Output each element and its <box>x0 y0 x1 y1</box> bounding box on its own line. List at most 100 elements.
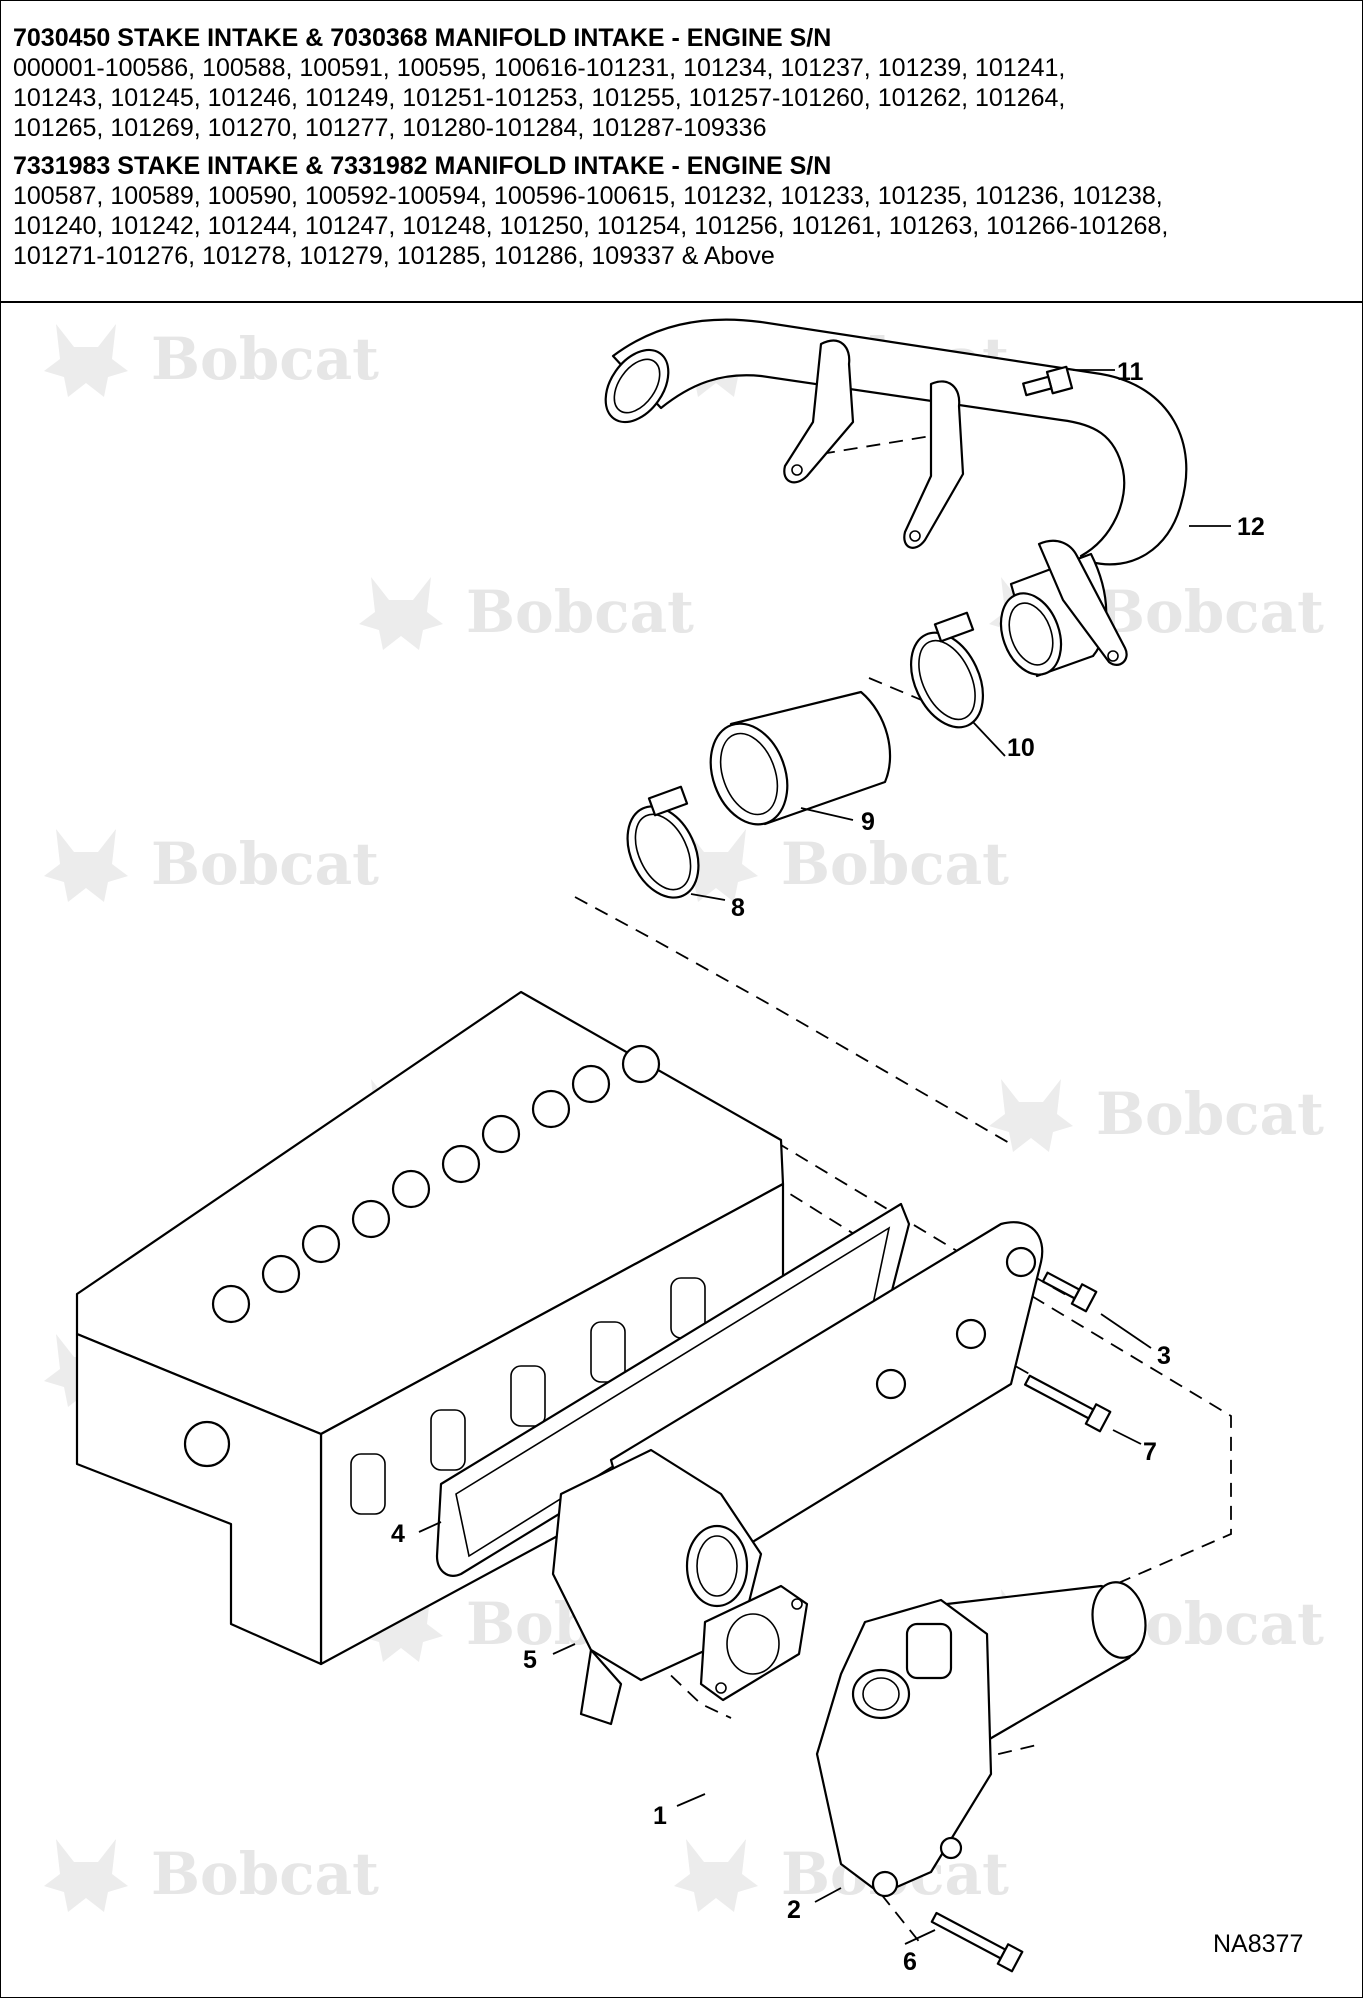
serial-line: 101271-101276, 101278, 101279, 101285, 1… <box>13 242 775 270</box>
watermark: Bobcat <box>989 1079 1324 1152</box>
intake-pipe-right-end <box>999 592 1063 676</box>
clamp-band <box>626 805 700 899</box>
callout-7: 7 <box>1143 1438 1157 1466</box>
callout-2: 2 <box>787 1896 801 1924</box>
bolt-shank <box>1023 1374 1095 1420</box>
stake-gasket-hole <box>726 1613 780 1675</box>
valve-port <box>441 1144 481 1184</box>
valve-port <box>531 1089 571 1129</box>
bolt-head <box>1070 1283 1098 1313</box>
bolt-shank <box>1022 375 1053 397</box>
exploded-parts-diagram: Bobcat Bobcat Bobcat Bobcat Bobcat Bobca… <box>44 318 1324 1976</box>
section-7331983: 7331983 STAKE INTAKE & 7331982 MANIFOLD … <box>13 151 1350 271</box>
manifold-boss <box>875 1368 907 1400</box>
bolt-head <box>1084 1403 1112 1433</box>
leader-lines <box>418 369 1231 1945</box>
pipe-bracket-center <box>903 380 965 549</box>
intake-port <box>510 1365 546 1427</box>
header-panel: 7030450 STAKE INTAKE & 7030368 MANIFOLD … <box>1 1 1362 303</box>
manifold-inlet-bore <box>696 1535 738 1597</box>
valve-port <box>351 1199 391 1239</box>
hose <box>709 690 892 826</box>
valve-port <box>481 1114 521 1154</box>
manifold-foot <box>579 1648 623 1726</box>
serial-line: 101243, 101245, 101246, 101249, 101251-1… <box>13 84 1066 112</box>
bobcat-logo-icon <box>44 1839 128 1912</box>
bobcat-logo-icon <box>359 577 443 650</box>
bolt-11 <box>1022 365 1074 397</box>
bobcat-logo-icon <box>674 1839 758 1912</box>
callout-5: 5 <box>523 1646 537 1674</box>
valve-port <box>571 1064 611 1104</box>
leader-3 <box>1100 1313 1152 1349</box>
bolt-head <box>996 1943 1024 1973</box>
stake-flange-bore <box>862 1677 900 1711</box>
drawing-code: NA8377 <box>1213 1930 1303 1958</box>
watermark: Bobcat <box>674 829 1009 902</box>
bracket-hole <box>909 530 921 542</box>
valve-port <box>391 1169 431 1209</box>
bolt-7 <box>1023 1374 1112 1433</box>
stake-gasket-plate <box>699 1584 809 1702</box>
clamp-band <box>910 631 984 729</box>
callout-6: 6 <box>903 1948 917 1976</box>
section-7030450: 7030450 STAKE INTAKE & 7030368 MANIFOLD … <box>13 23 1350 143</box>
watermark: Bobcat <box>44 324 379 397</box>
intake-stake <box>815 1581 1147 1898</box>
callout-4: 4 <box>391 1520 405 1548</box>
section-title: 7030450 STAKE INTAKE & 7030368 MANIFOLD … <box>13 24 832 52</box>
leader-5 <box>552 1643 576 1655</box>
bolt-3 <box>1041 1271 1098 1313</box>
serial-line: 101265, 101269, 101270, 101277, 101280-1… <box>13 114 767 142</box>
bobcat-logo-icon <box>44 829 128 902</box>
leader-10 <box>972 721 1006 757</box>
intake-pipe-left-end <box>604 348 670 424</box>
valve-port <box>261 1254 301 1294</box>
callout-10: 10 <box>1007 734 1035 762</box>
hose-clamp-upper <box>910 611 984 729</box>
bracket-hole <box>791 464 803 476</box>
stake-bolt-boss <box>871 1870 899 1898</box>
svg-text:Bobcat: Bobcat <box>151 830 379 898</box>
hose-clamp-lower <box>626 785 700 899</box>
intake-port <box>430 1409 466 1471</box>
stake-gasket-bolt-hole <box>715 1682 727 1694</box>
intake-manifold <box>551 1221 1044 1726</box>
callout-1: 1 <box>653 1802 667 1830</box>
callout-12: 12 <box>1237 513 1265 541</box>
stake-flange-port <box>851 1668 911 1720</box>
stake-pipe-end <box>1091 1581 1147 1659</box>
clamp-band-inner <box>918 639 976 721</box>
callout-9: 9 <box>861 808 875 836</box>
manifold-boss <box>955 1318 987 1350</box>
callouts: 12 11 10 9 8 3 7 4 5 1 2 6 NA8377 <box>391 358 1303 1976</box>
leader-2 <box>814 1887 842 1903</box>
pipe-bracket-right <box>1037 539 1128 666</box>
watermark: Bobcat <box>44 1839 379 1912</box>
clamp-screw-housing <box>933 611 975 643</box>
callout-3: 3 <box>1157 1342 1171 1370</box>
leader-9 <box>800 807 854 821</box>
pipe-bracket-left <box>783 339 855 484</box>
bolt-6 <box>930 1911 1024 1973</box>
intake-pipe-right-bore <box>1008 602 1054 666</box>
stake-gasket-bolt-hole <box>791 1598 803 1610</box>
serial-line: 000001-100586, 100588, 100591, 100595, 1… <box>13 54 1066 82</box>
hose-end-bore <box>719 732 779 816</box>
manifold-inlet <box>685 1524 749 1608</box>
watermark: Bobcat <box>44 829 379 902</box>
leader-4 <box>418 1521 442 1533</box>
gasket-outline <box>435 1202 911 1577</box>
svg-text:Bobcat: Bobcat <box>151 1840 379 1908</box>
leader-1 <box>676 1793 706 1807</box>
bobcat-logo-icon <box>989 1079 1073 1152</box>
serial-line: 101240, 101242, 101244, 101247, 101248, … <box>13 212 1169 240</box>
valve-port <box>621 1044 661 1084</box>
leader-6 <box>904 1929 936 1945</box>
valve-port <box>211 1284 251 1324</box>
svg-text:Bobcat: Bobcat <box>781 830 1009 898</box>
serial-line: 100587, 100589, 100590, 100592-100594, 1… <box>13 182 1163 210</box>
stake-bolt-boss <box>939 1836 963 1860</box>
leader-8 <box>690 893 726 901</box>
